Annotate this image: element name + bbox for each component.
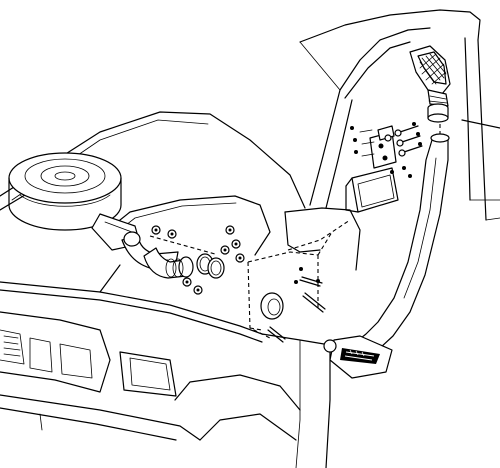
cutout-template-outline xyxy=(247,219,351,339)
side-mirror xyxy=(345,167,399,213)
rubber-elbow-hose xyxy=(143,247,194,279)
snorkel-body xyxy=(323,133,450,379)
fender-studs xyxy=(267,267,326,343)
snorkel-air-ram-head xyxy=(409,45,451,123)
air-box-nuts xyxy=(151,225,245,295)
fender-intake-hole xyxy=(260,292,284,320)
connection-line xyxy=(149,235,216,255)
vehicle-body xyxy=(0,9,500,468)
hose-clamp xyxy=(196,253,225,279)
snorkel-logo-plate xyxy=(340,348,380,364)
bracket-bolts xyxy=(350,122,423,178)
a-pillar-bracket xyxy=(369,125,397,169)
mesh-grille-icon xyxy=(419,53,447,85)
